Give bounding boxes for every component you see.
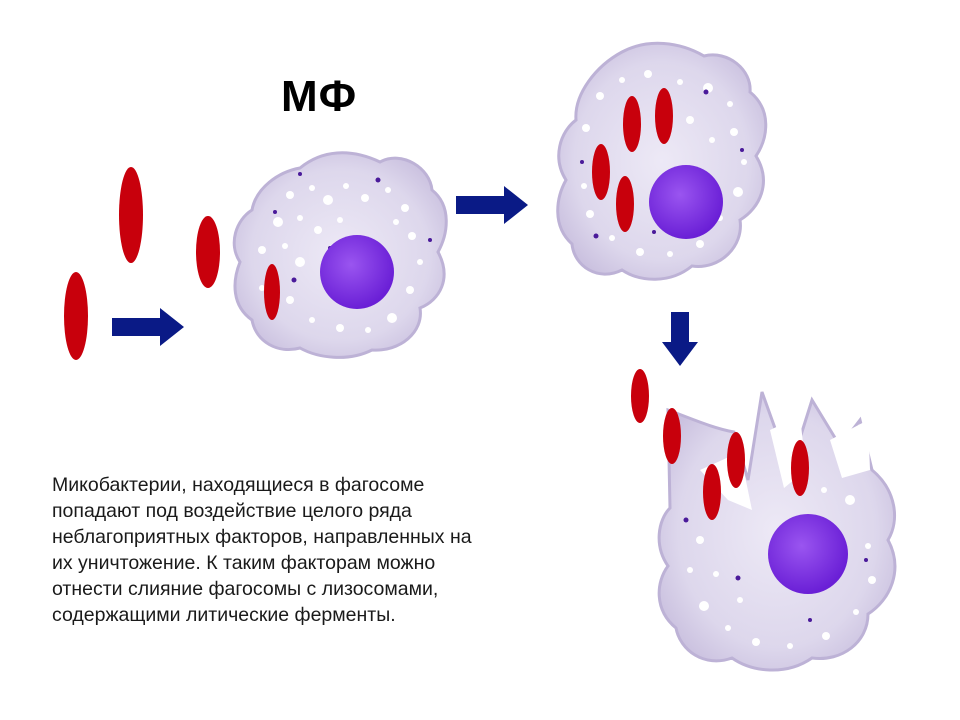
arrow-down-icon: [662, 312, 698, 366]
bacterium: [663, 408, 681, 464]
bacterium: [119, 167, 143, 263]
bacterium: [64, 272, 88, 360]
process-arrows: [112, 186, 698, 366]
description-line: Микобактерии, находящиеся в фагосоме: [52, 474, 425, 496]
bacterium: [616, 176, 634, 232]
bacterium: [631, 369, 649, 423]
bacterium: [623, 96, 641, 152]
description-line: неблагоприятных факторов, направленных н…: [52, 526, 472, 548]
description-text: Микобактерии, находящиеся в фагосоме поп…: [52, 472, 572, 628]
nucleus: [320, 235, 394, 309]
nucleus: [768, 514, 848, 594]
bacterium: [264, 264, 280, 320]
membrane-rupture: [700, 416, 870, 510]
bacterium: [791, 440, 809, 496]
description-line: их уничтожение. К таким факторам можно: [52, 552, 436, 574]
cell-granules: [683, 517, 868, 622]
description-line: отнести слияние фагосомы с лизосомами,: [52, 578, 439, 600]
bacterium: [196, 216, 220, 288]
description-line: содержащими литические ферменты.: [52, 604, 396, 626]
cell-granules: [580, 89, 744, 239]
bacterium: [655, 88, 673, 144]
bacterium: [703, 464, 721, 520]
cell-vacuoles: [258, 183, 423, 333]
macrophage-cell-2: [556, 41, 768, 281]
mycobacteria: [64, 88, 809, 520]
bacterium: [727, 432, 745, 488]
macrophage-cell-1: [232, 151, 448, 359]
cell-vacuoles: [687, 487, 876, 649]
description-line: попадают под воздействие целого ряда: [52, 500, 412, 522]
cell-body: [556, 41, 768, 281]
cell-vacuoles: [581, 70, 747, 257]
nucleus: [649, 165, 723, 239]
macrophage-cell-3: [657, 391, 897, 672]
arrow-right-icon: [112, 308, 184, 346]
arrow-right-icon: [456, 186, 528, 224]
bacterium: [592, 144, 610, 200]
macrophage-label: МФ: [281, 72, 358, 121]
